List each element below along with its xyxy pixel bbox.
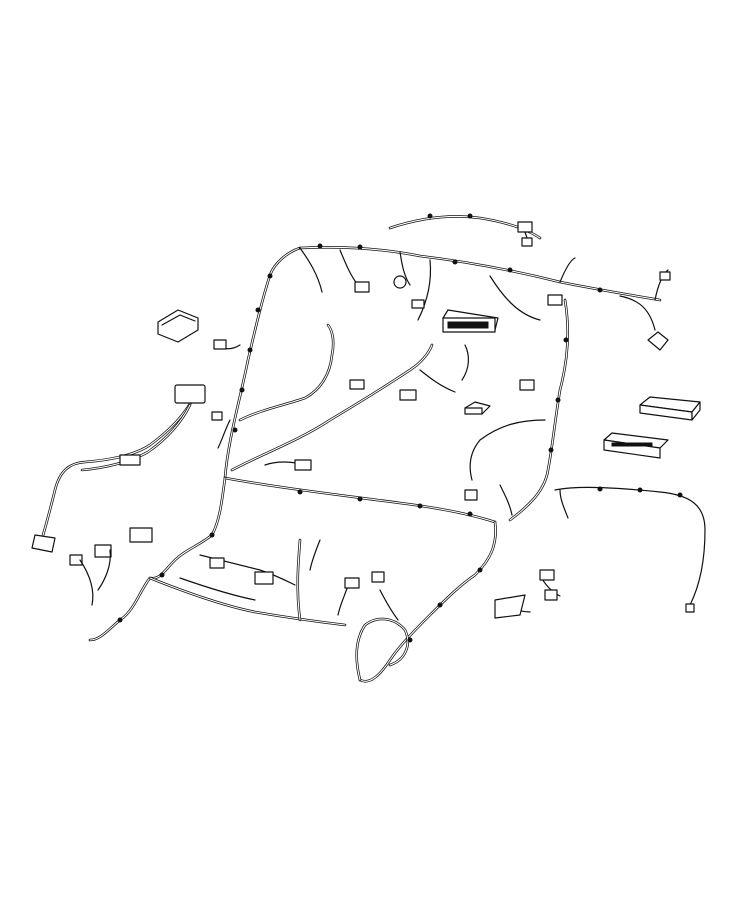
harness-clips bbox=[117, 213, 683, 643]
connector-far-right bbox=[647, 271, 671, 351]
branch-wires bbox=[179, 247, 706, 621]
module-center-small bbox=[464, 401, 491, 415]
body-control-module bbox=[442, 309, 499, 333]
connector-top-right bbox=[517, 221, 533, 247]
module-left-bracket bbox=[157, 309, 199, 343]
left-rail-harness bbox=[31, 384, 206, 553]
connector-right-mid-cluster bbox=[464, 294, 563, 501]
connector-lower-right-cluster bbox=[494, 569, 695, 619]
connector-lower-left-cluster bbox=[69, 527, 153, 606]
rail-end-connector bbox=[31, 534, 56, 553]
module-right-tray bbox=[603, 432, 669, 459]
connector-left-cluster bbox=[211, 339, 312, 471]
rail-clip bbox=[119, 454, 141, 466]
connector-lower-center-cluster bbox=[209, 557, 385, 589]
main-body-harness bbox=[88, 215, 662, 683]
module-right-box bbox=[639, 396, 701, 421]
connector-center-cluster bbox=[349, 275, 425, 401]
rail-connector-block bbox=[174, 384, 206, 404]
